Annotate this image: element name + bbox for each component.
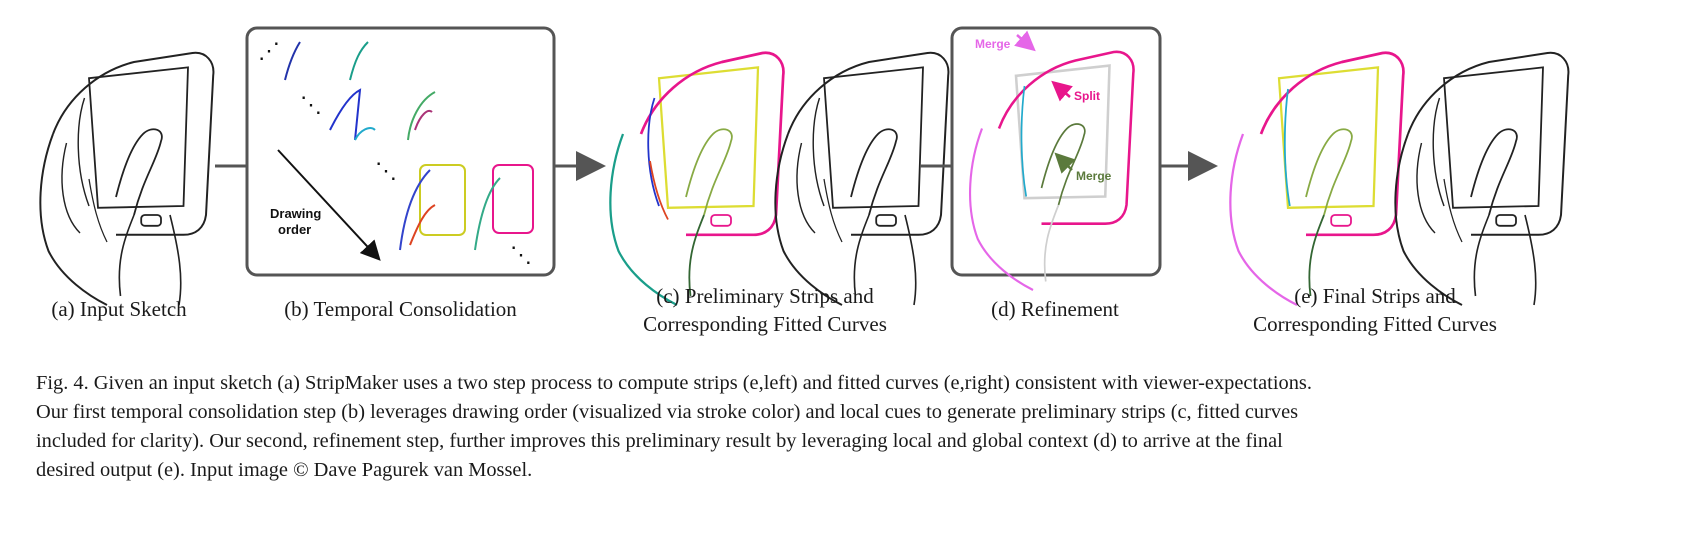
panel-e-label-2: Corresponding Fitted Curves bbox=[1253, 312, 1497, 336]
caption-line-2: Our first temporal consolidation step (b… bbox=[36, 401, 1299, 423]
svg-text:⋱: ⋱ bbox=[510, 242, 532, 267]
panel-e-label-1: (e) Final Strips and bbox=[1294, 284, 1456, 308]
svg-text:⋱: ⋱ bbox=[300, 92, 322, 117]
panel-a-label: (a) Input Sketch bbox=[51, 297, 187, 321]
drawing-order-label-1: Drawing bbox=[270, 206, 321, 221]
caption-line-3: included for clarity). Our second, refin… bbox=[36, 430, 1283, 452]
caption-line-4: desired output (e). Input image © Dave P… bbox=[36, 459, 533, 481]
panel-a-sketch bbox=[39, 51, 215, 306]
split-label: Split bbox=[1074, 89, 1100, 103]
panel-d-label: (d) Refinement bbox=[991, 297, 1119, 321]
panel-e-curves bbox=[1394, 51, 1570, 306]
merge-label-top: Merge bbox=[975, 37, 1011, 51]
figure-caption: Fig. 4. Given an input sketch (a) StripM… bbox=[36, 369, 1676, 485]
svg-text:⋰: ⋰ bbox=[258, 38, 280, 63]
panel-c-label-1: (c) Preliminary Strips and bbox=[656, 284, 874, 308]
figure-4: ⋰ ⋱ ⋱ ⋱ Drawing order bbox=[39, 26, 1570, 307]
svg-text:⋱: ⋱ bbox=[375, 158, 397, 183]
panel-c-curves bbox=[774, 51, 950, 306]
panel-b: ⋰ ⋱ ⋱ ⋱ Drawing order bbox=[245, 26, 556, 277]
drawing-order-label-2: order bbox=[278, 222, 311, 237]
panel-c-label-2: Corresponding Fitted Curves bbox=[643, 312, 887, 336]
panel-d: Merge Split Merge bbox=[950, 26, 1162, 291]
panel-c-strips bbox=[609, 51, 785, 307]
panel-b-label: (b) Temporal Consolidation bbox=[284, 297, 517, 321]
panel-d-box bbox=[950, 26, 1162, 277]
panel-b-box bbox=[245, 26, 556, 277]
caption-line-1: Fig. 4. Given an input sketch (a) StripM… bbox=[36, 372, 1312, 394]
panel-e-strips bbox=[1229, 51, 1405, 307]
merge-label-bottom: Merge bbox=[1076, 169, 1112, 183]
